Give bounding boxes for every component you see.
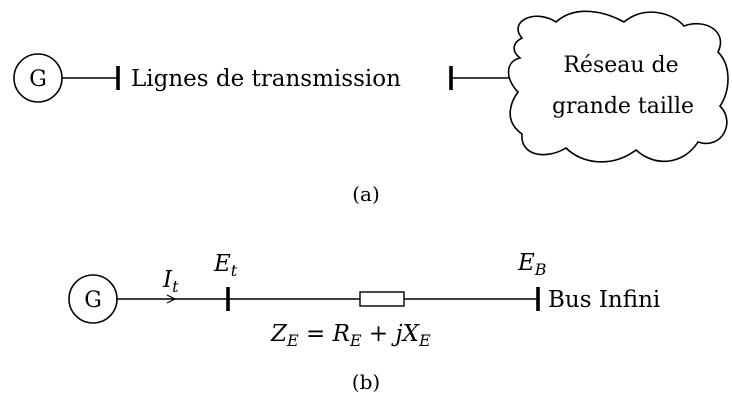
current-label: It [162, 267, 179, 296]
impedance-resistor-symbol [359, 291, 405, 307]
generator-label-b: G [84, 288, 102, 313]
transmission-lines-label: Lignes de transmission [131, 66, 401, 92]
impedance-equation: ZE = RE + jXE [270, 321, 431, 350]
current-arrow-icon [166, 294, 177, 304]
infinite-bus-label: Bus Infini [548, 287, 660, 313]
network-cloud-shape [507, 10, 729, 163]
diagram-b: G It Et EB Bus Infini ZE = RE + jXE (b) [68, 250, 660, 394]
terminal-voltage-label: Et [213, 251, 238, 280]
diagram-a: G Lignes de transmission Réseau de grand… [13, 10, 729, 206]
network-label-line2: grande taille [552, 94, 694, 119]
caption-a: (a) [352, 182, 380, 206]
bus-voltage-label: EB [517, 250, 547, 279]
generator-label-a: G [29, 67, 47, 92]
caption-b: (b) [352, 370, 380, 394]
network-label-line1: Réseau de [563, 53, 678, 78]
